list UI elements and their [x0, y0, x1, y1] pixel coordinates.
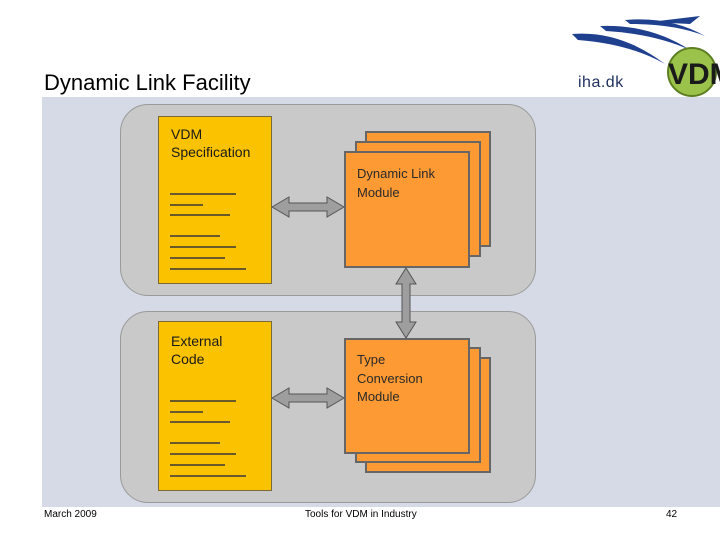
iha-vdm-logo: VDM	[572, 16, 720, 97]
logo-circle	[667, 47, 717, 97]
text-line	[170, 204, 203, 206]
upper-double-arrow	[271, 196, 345, 218]
text-line	[170, 235, 220, 237]
dynamic-link-module: Dynamic Link Module	[344, 151, 470, 268]
page-number: 42	[666, 509, 678, 520]
footer-date: March 2009	[44, 509, 97, 520]
lower-double-arrow	[271, 387, 345, 409]
logo-swoosh-2	[600, 25, 690, 50]
type-conversion-module-label: Type Conversion Module	[357, 352, 423, 404]
logo-swoosh-1	[572, 33, 665, 64]
logo-mark: VDM	[668, 58, 720, 91]
slide-title: Dynamic Link Facility	[44, 70, 251, 95]
logo-text: iha.dk	[578, 74, 624, 91]
text-line	[170, 411, 203, 413]
external-code-document: External Code	[158, 321, 272, 491]
text-line	[170, 442, 220, 444]
vdm-specification-document: VDM Specification	[158, 116, 272, 284]
text-line	[170, 193, 236, 195]
type-conversion-module: Type Conversion Module	[344, 338, 470, 454]
text-line	[170, 475, 246, 477]
external-code-label: External Code	[171, 333, 223, 367]
logo-swoosh-4	[650, 16, 700, 24]
text-line	[170, 400, 236, 402]
dynamic-link-module-label: Dynamic Link Module	[357, 166, 436, 200]
text-line	[170, 453, 236, 455]
vertical-double-arrow	[395, 267, 417, 339]
text-line	[170, 257, 225, 259]
vdm-specification-label: VDM Specification	[171, 126, 251, 160]
text-line	[170, 421, 230, 423]
logo-swoosh-3	[625, 19, 705, 36]
text-line	[170, 214, 230, 216]
text-line	[170, 246, 236, 248]
text-line	[170, 464, 225, 466]
text-line	[170, 268, 246, 270]
footer-center: Tools for VDM in Industry	[305, 509, 417, 520]
